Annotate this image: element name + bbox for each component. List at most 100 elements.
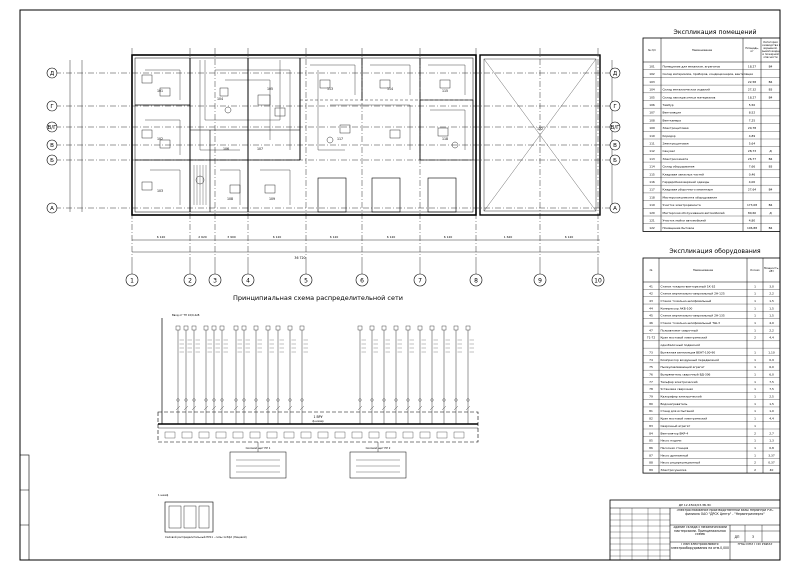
svg-text:106: 106: [223, 147, 229, 151]
axis-bubble: [609, 121, 621, 133]
table-cell: 82: [649, 417, 653, 421]
table-cell: 1: [754, 314, 756, 318]
table-cell: Стенд для испытаний: [661, 409, 695, 413]
axis-bubble: [609, 67, 621, 79]
table-cell: Насос дренажный: [661, 453, 689, 457]
table-header-cell: Наименование: [692, 268, 714, 272]
table-cell: 112: [649, 149, 655, 153]
table-cell: 1: [754, 409, 756, 413]
table-cell: 26,77: [748, 157, 756, 161]
doc-code: ДР 12.4502/03.ЗБ.ЭС: [679, 503, 711, 507]
axis-bubble: [609, 139, 621, 151]
table-cell: 1: [754, 284, 756, 288]
table-cell: 3,37: [768, 453, 775, 457]
table-cell: 42: [649, 292, 653, 296]
table-cell: Вытяжная вентиляция ВЕНТ-100-90: [661, 350, 716, 354]
organization: НЧШ ИНЭ ГПИ УВИЭЭ: [737, 543, 773, 546]
table-cell: В4: [769, 65, 773, 69]
sheet-title-1: Здание склада с механическими мастерским…: [673, 526, 727, 537]
table-cell: Склад оборудования: [663, 165, 695, 169]
title-block: ДР 12.4502/03.ЗБ.ЭС Электроснабжение про…: [609, 499, 781, 561]
table-cell: Станок точильно-шлифовальный ТШ-3: [661, 321, 721, 325]
table-cell: 1: [754, 417, 756, 421]
table-cell: 73: [649, 350, 653, 354]
table-header-cell: Категория производства по взрывной, взры…: [762, 41, 780, 59]
table-cell: Насос рециркуляционный: [661, 461, 701, 465]
table-cell: Д: [769, 211, 772, 215]
dim-label: 3 900: [227, 235, 236, 239]
table-cell: 86: [649, 446, 653, 450]
table-cell: Мастерская ремонта оборудования: [663, 195, 718, 199]
table-cell: Мастерская обслуживания автомобилей: [663, 211, 725, 215]
table-cell: Насос подачи: [661, 439, 682, 443]
table-cell: 117: [649, 188, 655, 192]
table-cell: 79: [649, 395, 653, 399]
table-cell: 106: [649, 103, 655, 107]
table-cell: В4: [769, 226, 773, 230]
svg-text:108: 108: [227, 197, 233, 201]
axis-letter: А: [50, 206, 54, 212]
table-cell: 2: [754, 468, 756, 472]
table-cell: 4,80: [749, 219, 756, 223]
svg-text:107: 107: [257, 147, 263, 151]
table-cell: Склад лакокрасочных материалов: [663, 95, 716, 99]
table-cell: 110: [649, 134, 655, 138]
svg-text:114: 114: [387, 87, 393, 91]
svg-text:122: 122: [537, 127, 543, 131]
axis-bubble: [46, 100, 58, 112]
table-cell: 0,9: [769, 358, 774, 362]
stage: ДП: [735, 535, 740, 539]
table-cell: 84: [649, 431, 653, 435]
table-cell: 18,27: [748, 65, 756, 69]
table-cell: 104: [649, 88, 655, 92]
table-cell: В4: [769, 157, 773, 161]
table-cell: Кладовая уборочного инвентаря: [663, 188, 713, 192]
axis-number: 4: [246, 278, 250, 285]
table-cell: 5,64: [749, 142, 756, 146]
table-cell: Насосная станция: [661, 446, 689, 450]
table-cell: 89: [649, 468, 653, 472]
table-cell: 1: [754, 395, 756, 399]
table-cell: 6,0: [769, 365, 774, 369]
svg-text:113: 113: [327, 87, 333, 91]
svg-text:118: 118: [442, 137, 448, 141]
table-cell: 71-72: [647, 336, 656, 340]
distribution-schematic: 1 ВРУ ф.номер Ввод от ТП 10/0,4кВ Силово…: [157, 313, 479, 539]
table-cell: 85: [649, 439, 653, 443]
axis-bubble: [609, 154, 621, 166]
table-cell: Кладовая запасных частей: [663, 172, 704, 176]
table-cell: 102: [649, 72, 655, 76]
table-cell: 1: [754, 446, 756, 450]
axis-letter: В: [613, 143, 617, 149]
table-cell: Помещение бытовое: [663, 226, 695, 230]
table-cell: Тельфер электрический: [660, 380, 698, 384]
table-cell: 1: [754, 321, 756, 325]
cabinet-outline: [164, 501, 214, 533]
table-cell: 2: [754, 431, 756, 435]
table-cell: 2: [754, 461, 756, 465]
floor-plan: 36 720: [46, 48, 621, 287]
table-cell: 1: [754, 299, 756, 303]
table-cell: 0,37: [768, 461, 775, 465]
axis-letter: В/Г: [48, 125, 58, 131]
table-cell: Кран мостовой электрический: [661, 417, 708, 421]
table-cell: 1: [754, 424, 756, 428]
table-cell: 2,2: [769, 328, 774, 332]
table-cell: 1: [754, 380, 756, 384]
dim-label: 6 120: [387, 235, 396, 239]
busbar-sub: ф.номер: [312, 419, 324, 423]
table-cell: Гардеробная верхней одежды: [663, 180, 710, 184]
dim-label: 2 620: [198, 235, 207, 239]
table-cell: 107: [649, 111, 655, 115]
table-cell: Кран мостовой электрический: [661, 336, 708, 340]
table-cell: Электрокомната: [663, 157, 689, 161]
table-cell: 120: [649, 211, 655, 215]
svg-text:105: 105: [267, 87, 273, 91]
table-cell: 1: [754, 387, 756, 391]
table-header-cell: Площадь, м²: [745, 47, 759, 53]
table-cell: 4,4: [769, 336, 774, 340]
table-cell: 1: [754, 365, 756, 369]
table-cell: 6,0: [769, 372, 774, 376]
